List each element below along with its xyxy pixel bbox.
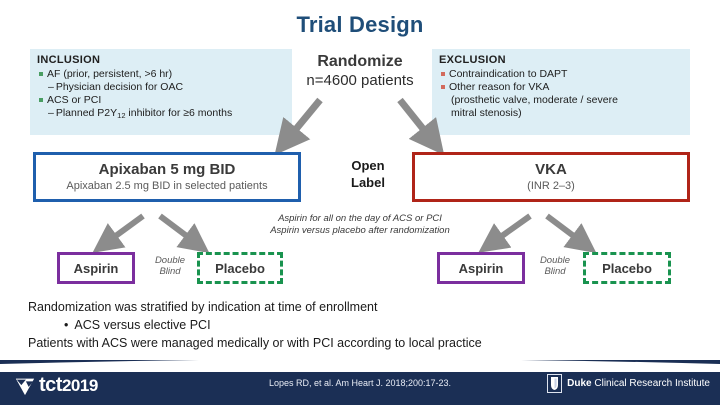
- inclusion-item-3: ACS or PCI: [37, 94, 285, 107]
- open-label-line2: Label: [351, 175, 385, 190]
- subgroup-box-aspirin-left: Aspirin: [57, 252, 135, 284]
- duke-rest: Clinical Research Institute: [591, 378, 710, 389]
- tct-shield-icon: [15, 378, 35, 395]
- exclusion-criteria-panel: EXCLUSION Contraindication to DAPT Other…: [432, 49, 690, 135]
- subgroup-box-placebo-right: Placebo: [583, 252, 671, 284]
- vka-subtitle: (INR 2–3): [527, 180, 575, 192]
- double-blind-label-left: Double Blind: [140, 255, 200, 277]
- inclusion-item-2: –Physician decision for OAC: [37, 81, 285, 94]
- bullet-icon: [39, 72, 43, 76]
- treatment-arm-vka: VKA (INR 2–3): [412, 152, 690, 202]
- dash-icon: –: [48, 107, 54, 119]
- inclusion-item-3-label: ACS or PCI: [47, 94, 102, 106]
- double-blind-left-line1: Double: [154, 255, 186, 266]
- footer-curve-decoration: [0, 360, 720, 372]
- inclusion-item-1: AF (prior, persistent, >6 hr): [37, 68, 285, 81]
- bullet-icon: [441, 72, 445, 76]
- footnote-line-2-label: ACS versus elective PCI: [74, 318, 211, 332]
- bullet-icon: [441, 85, 445, 89]
- footnote-line-2: • ACS versus elective PCI: [28, 316, 688, 334]
- page-title: Trial Design: [296, 12, 424, 37]
- aspirin-note-line2: Aspirin versus placebo after randomizati…: [270, 225, 450, 236]
- subgroup-box-aspirin-right: Aspirin: [437, 252, 525, 284]
- inclusion-item-4-pre: Planned P2Y: [55, 107, 118, 119]
- aspirin-note-line1: Aspirin for all on the day of ACS or PCI: [278, 213, 442, 224]
- exclusion-item-4-label: mitral stenosis): [451, 107, 522, 119]
- treatment-arm-apixaban: Apixaban 5 mg BID Apixaban 2.5 mg BID in…: [33, 152, 301, 202]
- exclusion-item-3-label: (prosthetic valve, moderate / severe: [451, 94, 618, 106]
- tct-word: tct: [39, 374, 62, 396]
- randomize-title: Randomize: [317, 53, 403, 70]
- inclusion-item-4-post: inhibitor for ≥6 months: [125, 107, 233, 119]
- footnote-line-3: Patients with ACS were managed medically…: [28, 336, 482, 350]
- double-blind-right-line1: Double: [539, 255, 571, 266]
- apixaban-title: Apixaban 5 mg BID: [98, 161, 236, 178]
- duke-shield-icon: [547, 374, 563, 393]
- footnote-line-1: Randomization was stratified by indicati…: [28, 300, 378, 314]
- double-blind-left-line2: Blind: [159, 266, 181, 277]
- exclusion-item-1-label: Contraindication to DAPT: [449, 68, 568, 80]
- exclusion-item-2-label: Other reason for VKA: [449, 81, 550, 93]
- double-blind-label-right: Double Blind: [525, 255, 585, 277]
- aspirin-note: Aspirin for all on the day of ACS or PCI…: [200, 213, 520, 237]
- exclusion-item-1: Contraindication to DAPT: [439, 68, 683, 81]
- subgroup-box-placebo-left: Placebo: [197, 252, 283, 284]
- tct-logo-text: tct2019: [39, 374, 98, 397]
- dash-icon: –: [48, 81, 54, 93]
- inclusion-item-2-label: Physician decision for OAC: [55, 81, 184, 93]
- exclusion-item-2: Other reason for VKA: [439, 81, 683, 94]
- apixaban-subtitle: Apixaban 2.5 mg BID in selected patients: [66, 180, 268, 192]
- tct-logo: tct2019: [14, 374, 98, 397]
- tct-year: 2019: [61, 376, 98, 395]
- bullet-glyph: •: [64, 318, 69, 332]
- vka-title: VKA: [535, 161, 567, 178]
- footnote-text-block: Randomization was stratified by indicati…: [28, 298, 688, 352]
- inclusion-item-4-subscript: 12: [117, 111, 126, 120]
- exclusion-heading: EXCLUSION: [439, 54, 506, 66]
- inclusion-item-1-label: AF (prior, persistent, >6 hr): [47, 68, 173, 80]
- duke-logo: Duke Clinical Research Institute: [547, 374, 710, 393]
- duke-logo-text: Duke Clinical Research Institute: [567, 378, 710, 389]
- randomize-block: Randomize n=4600 patients: [284, 52, 436, 90]
- randomize-sample-size: n=4600 patients: [306, 72, 414, 89]
- inclusion-criteria-panel: INCLUSION AF (prior, persistent, >6 hr) …: [30, 49, 292, 135]
- citation-text: Lopes RD, et al. Am Heart J. 2018;200:17…: [268, 377, 452, 388]
- open-label-line1: Open: [351, 158, 385, 173]
- slide-footer: tct2019 Lopes RD, et al. Am Heart J. 201…: [0, 360, 720, 405]
- inclusion-item-4: –Planned P2Y12 inhibitor for ≥6 months: [37, 107, 285, 120]
- inclusion-heading: INCLUSION: [37, 54, 101, 66]
- duke-word: Duke: [567, 378, 592, 389]
- double-blind-right-line2: Blind: [544, 266, 566, 277]
- open-label-text: Open Label: [330, 157, 406, 191]
- bullet-icon: [39, 98, 43, 102]
